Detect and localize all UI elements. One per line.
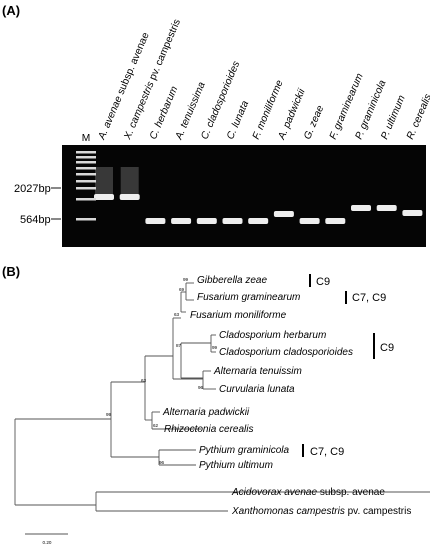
gel-band [325,218,346,224]
gel-band [376,205,397,211]
size-marker-2027: 2027bp [14,183,51,195]
ladder-band [76,151,96,154]
group-label-gz: C9 [316,276,330,288]
gel-band [119,194,140,200]
bootstrap-value: 63 [141,378,147,383]
ladder-band [76,173,96,176]
gel-band [273,211,294,217]
taxon-acidovorax-avenae: Acidovorax avenae subsp. avenae [231,487,385,498]
ladder-band [76,180,96,183]
gel-band [222,218,243,224]
gel-band [351,205,371,211]
lane-label-name: C. lunata [225,99,251,141]
bootstrap-value: 99 [106,412,112,417]
taxon-curvularia-lunata: Curvularia lunata [219,384,295,395]
size-marker-564: 564bp [20,214,51,226]
gel-band [196,218,217,224]
group-bracket [373,333,375,359]
taxon-fusarium-graminearum: Fusarium graminearum [197,292,300,303]
taxon-cladosporium-cladosporioides: Cladosporium cladosporioides [219,347,353,358]
lane-label: G. zeae [302,104,326,141]
taxon-gibberella-zeae: Gibberella zeae [197,275,267,286]
panel-b-label: (B) [2,264,20,279]
gel-smear [120,167,139,194]
marker-lane-label: M [82,133,91,144]
bootstrap-value: 99 [183,277,189,282]
ladder-band [76,167,96,170]
taxon-acidovorax-avenae-suffix: subsp. avenae [317,487,385,498]
lane-label-name: P. ultimum [379,93,408,141]
bootstrap-value: 62 [153,423,159,428]
lane-label-suffix: pv. campestris [146,18,183,85]
bootstrap-value: 63 [174,312,180,317]
panel-a-label: (A) [2,3,20,18]
taxon-fusarium-moniliforme: Fusarium moniliforme [190,310,287,321]
scale-bar-label: 0.20 [43,540,52,545]
ladder-band [76,198,96,201]
bootstrap-value: 99 [212,345,218,350]
taxon-xanthomonas-campestris: Xanthomonas campestris pv. campestris [231,506,411,517]
gel-band [402,210,423,216]
taxon-acidovorax-avenae-name: Acidovorax avenae [231,487,317,498]
taxon-alternaria-padwickii: Alternaria padwickii [162,407,250,418]
group-label-clad: C9 [380,342,394,354]
ladder-band [76,161,96,164]
group-bracket [309,274,311,287]
lane-label: P. ultimum [379,93,408,141]
lane-label-name: G. zeae [302,104,326,141]
gel-band [94,194,114,200]
gel-image [62,145,426,247]
group-label-pg: C7, C9 [310,446,344,458]
ladder-band [76,187,96,190]
bootstrap-value: 87 [176,343,182,348]
taxon-xanthomonas-campestris-name: Xanthomonas campestris [231,506,345,517]
gel-band [248,218,269,224]
gel-bands [76,151,423,224]
taxon-rhizoctonia-cerealis: Rhizoctonia cerealis [164,424,254,435]
taxon-pythium-ultimum: Pythium ultimum [199,460,273,471]
gel-band [299,218,320,224]
ladder-band [76,156,96,159]
ladder-band [76,218,96,221]
bootstrap-value: 69 [179,287,185,292]
taxon-xanthomonas-campestris-suffix: pv. campestris [345,506,412,517]
lane-label: C. lunata [225,99,251,141]
group-bracket [302,444,304,457]
lane-label-name: R. cerealis [405,93,430,142]
bootstrap-value: 96 [198,385,204,390]
group-label-fg: C7, C9 [352,292,386,304]
gel-smear [95,167,113,194]
lane-label: R. cerealis [405,93,430,142]
group-bracket [345,291,347,304]
taxon-alternaria-tenuissim: Alternaria tenuissim [213,366,302,377]
taxon-cladosporium-herbarum: Cladosporium herbarum [219,330,326,341]
taxon-pythium-graminicola: Pythium graminicola [199,445,289,456]
gel-band [171,218,192,224]
gel-band [145,218,166,224]
tree-branches [14,282,430,512]
lane-label-name: A. avenae [96,94,125,142]
bootstrap-value: 96 [159,460,165,465]
